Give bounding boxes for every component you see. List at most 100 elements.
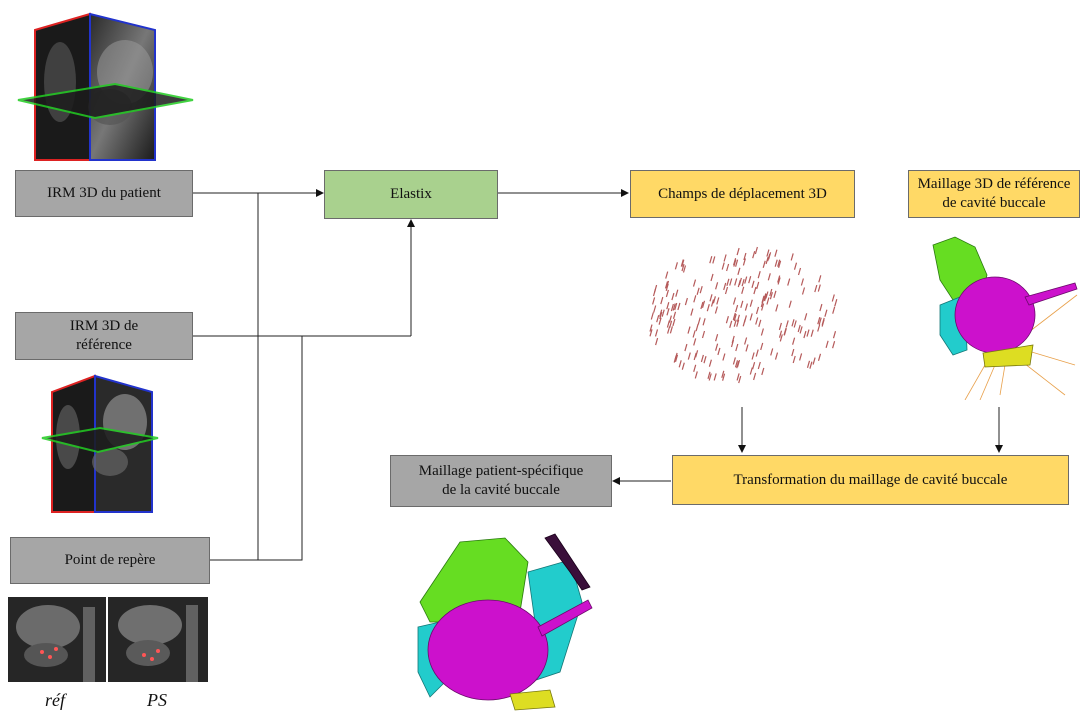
displacement-vector (791, 319, 795, 327)
maillage-ps-label-1: Maillage patient-spécifique (418, 463, 584, 479)
displacement-vector (801, 287, 806, 295)
displacement-vector (672, 318, 676, 327)
displacement-vector (777, 275, 781, 283)
maillage-ref-label-2: de cavité buccale (942, 195, 1046, 211)
displacement-vector (716, 297, 720, 305)
transformation-box: Transformation du maillage de cavité buc… (672, 455, 1069, 505)
champs-box: Champs de déplacement 3D (630, 170, 855, 218)
displacement-vector (672, 311, 677, 319)
displacement-vector (669, 320, 673, 328)
displacement-vector (695, 323, 699, 332)
displacement-vector (701, 330, 706, 339)
displacement-vector (696, 287, 700, 295)
displacement-vector (699, 286, 703, 294)
displacement-vector (659, 311, 663, 320)
displacement-vector (733, 319, 737, 327)
irm-reference-box: IRM 3D de référence (15, 312, 193, 360)
displacement-vector (818, 317, 822, 325)
displacement-vector (702, 318, 706, 326)
displacement-vector (793, 320, 797, 328)
displacement-vector (710, 273, 714, 282)
displacement-vector (721, 262, 725, 270)
displacement-vector (660, 296, 664, 305)
displacement-vector (735, 343, 739, 352)
displacement-vector (804, 313, 808, 321)
point-repere-box: Point de repère (10, 537, 210, 584)
displacement-vector (797, 324, 801, 333)
displacement-vector (761, 303, 765, 311)
displacement-vector (715, 334, 719, 342)
displacement-vector (713, 373, 717, 381)
displacement-vector (706, 304, 710, 312)
displacement-vector (788, 300, 792, 308)
displacement-vector (687, 326, 691, 334)
displacement-vector (656, 315, 660, 323)
line-repere-vertical (210, 336, 303, 561)
reference-mesh-image (932, 236, 1078, 400)
displacement-vector (710, 299, 715, 307)
displacement-vector (715, 343, 719, 351)
irm-reference-label-1: IRM 3D de (69, 318, 139, 334)
displacement-vector (674, 352, 678, 361)
displacement-vector (732, 297, 737, 305)
displacement-field-image (649, 246, 838, 384)
displacement-vector (703, 356, 707, 364)
displacement-vector (769, 292, 773, 300)
displacement-vector (721, 370, 725, 378)
displacement-vector (669, 326, 673, 334)
displacement-vector (714, 306, 718, 314)
displacement-vector (678, 360, 682, 368)
displacement-vector (729, 320, 733, 328)
displacement-vector (693, 364, 697, 372)
displacement-vector (803, 330, 807, 339)
displacement-vector (684, 297, 688, 306)
displacement-vector (661, 309, 665, 317)
displacement-vector (766, 249, 770, 257)
displacement-vector (667, 326, 671, 334)
maillage-ps-label-2: de la cavité buccale (442, 482, 560, 498)
displacement-vector (745, 344, 749, 352)
displacement-vector (700, 354, 704, 363)
displacement-vector (733, 313, 737, 322)
displacement-vector (736, 314, 740, 322)
displacement-vector (722, 353, 726, 361)
displacement-vector (652, 297, 656, 305)
mri-landmark-ref-image (8, 597, 106, 682)
displacement-vector (817, 284, 821, 292)
displacement-vector (799, 326, 803, 334)
displacement-vector (766, 297, 770, 305)
displacement-vector (732, 357, 736, 365)
displacement-vector (810, 329, 814, 337)
displacement-vector (741, 279, 745, 287)
displacement-vector (809, 361, 813, 369)
displacement-vector (650, 312, 654, 320)
displacement-vector (792, 355, 796, 364)
displacement-vector (726, 278, 730, 286)
displacement-vector (681, 362, 685, 370)
displacement-vector (757, 271, 761, 279)
displacement-vector (712, 296, 716, 304)
displacement-vector (753, 372, 757, 381)
displacement-vector (825, 340, 829, 348)
displacement-vector (723, 254, 727, 262)
displacement-vector (793, 262, 798, 270)
displacement-vector (740, 300, 744, 308)
displacement-vector (693, 338, 697, 346)
displacement-vector (722, 373, 726, 381)
displacement-vector (753, 286, 757, 295)
displacement-vector (655, 337, 659, 346)
displacement-vector (741, 286, 745, 294)
displacement-vector (675, 289, 679, 297)
displacement-vector (670, 303, 674, 312)
displacement-vector (756, 281, 760, 290)
displacement-vector (737, 279, 741, 288)
displacement-vector (708, 359, 712, 367)
displacement-vector (767, 273, 771, 281)
displacement-vector (697, 317, 701, 325)
displacement-vector (799, 353, 803, 361)
displacement-vector (769, 288, 773, 297)
displacement-vector (749, 299, 753, 307)
displacement-vector (736, 319, 740, 327)
displacement-vector (715, 282, 719, 290)
irm-patient-label: IRM 3D du patient (47, 185, 161, 201)
